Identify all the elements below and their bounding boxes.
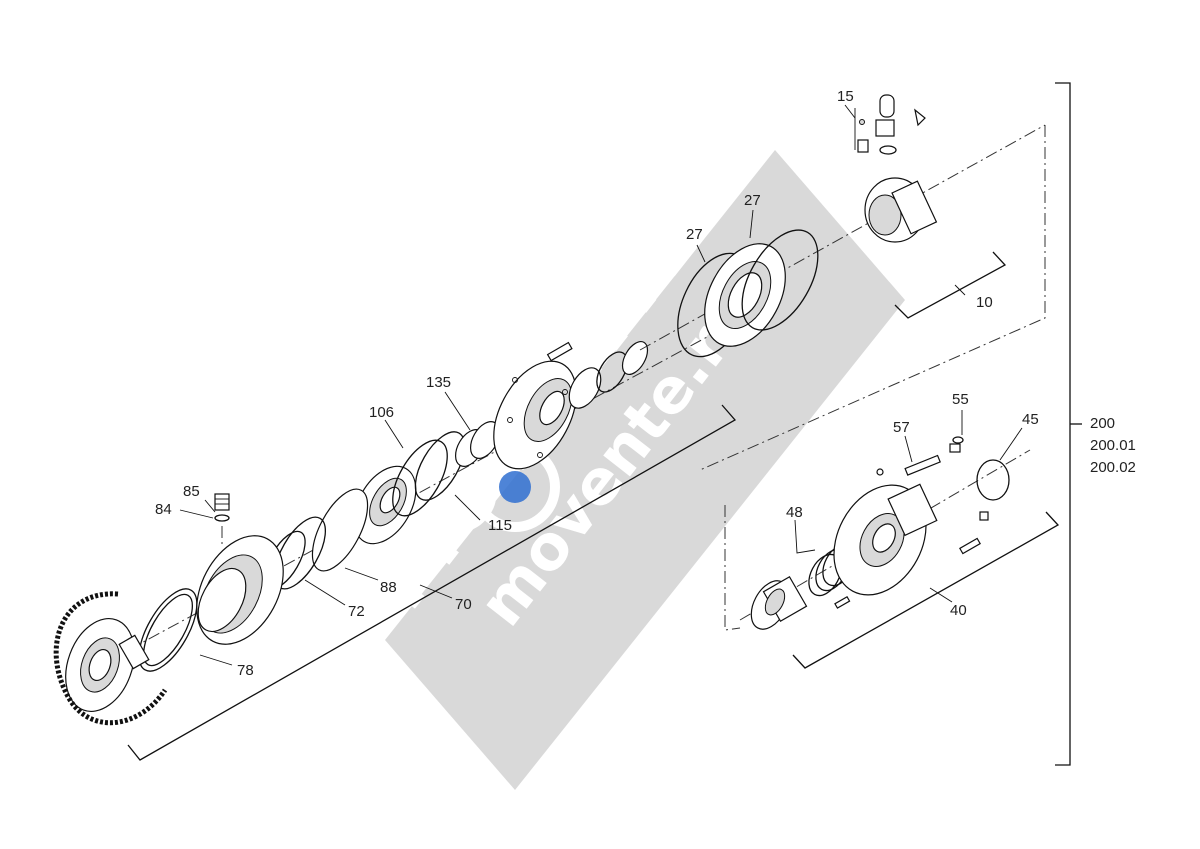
dashdot-frame-upper (699, 125, 1046, 471)
part-spool-15 (854, 94, 926, 155)
callout-labels: 15 27 27 10 135 106 115 85 84 88 70 72 7… (155, 88, 1136, 679)
bracket-left-group (127, 404, 737, 761)
bracket-10 (894, 251, 1007, 319)
lower-assembly (724, 436, 1060, 669)
label-88: 88 (380, 579, 397, 596)
left-assembly (53, 329, 737, 761)
part-ball-ring (53, 591, 168, 726)
watermark: MOVENTE movente.ru (345, 150, 905, 790)
watermark-logo-dot (499, 471, 531, 503)
leader-lines (179, 104, 1023, 666)
label-45: 45 (1022, 411, 1039, 428)
label-200: 200 (1090, 415, 1115, 432)
bracket-200 (1055, 82, 1071, 766)
part-bolt (546, 341, 573, 362)
label-106: 106 (369, 404, 394, 421)
part-shaft-seal (750, 575, 808, 630)
axis-line-lower (739, 449, 1031, 621)
part-valve-57 (876, 454, 941, 476)
label-72: 72 (348, 603, 365, 620)
label-48: 48 (786, 504, 803, 521)
part-output-flange (65, 617, 150, 713)
part-oring-45 (976, 459, 1010, 501)
label-115: 115 (488, 517, 512, 534)
label-85: 85 (183, 483, 200, 500)
label-10: 10 (976, 294, 993, 311)
part-ring-78 (138, 588, 198, 672)
part-cover-housing (833, 483, 938, 596)
upper-assembly (639, 94, 1046, 471)
label-70: 70 (455, 596, 472, 613)
part-plug-85 (214, 493, 230, 545)
part-ring-115 (392, 431, 466, 517)
label-84: 84 (155, 501, 172, 518)
part-housing (196, 535, 284, 645)
part-stator-ring (704, 243, 786, 347)
part-bolts-40 (959, 511, 989, 555)
part-snap-rings-135 (454, 421, 501, 467)
part-ring-pair (568, 341, 649, 409)
part-hub-flange (493, 360, 577, 470)
label-27b: 27 (744, 192, 761, 209)
part-valve-block (864, 177, 938, 243)
part-ring-27b (741, 229, 819, 331)
label-40: 40 (950, 602, 967, 619)
label-200-01: 200.01 (1090, 437, 1136, 454)
bracket-40 (792, 511, 1060, 669)
label-78: 78 (237, 662, 254, 679)
label-200-02: 200.02 (1090, 459, 1136, 476)
label-55: 55 (952, 391, 969, 408)
dashdot-frame-lower (724, 505, 741, 631)
label-135: 135 (426, 374, 451, 391)
label-57: 57 (893, 419, 910, 436)
label-27a: 27 (686, 226, 703, 243)
label-15: 15 (837, 88, 854, 105)
part-plug-55 (949, 436, 964, 453)
